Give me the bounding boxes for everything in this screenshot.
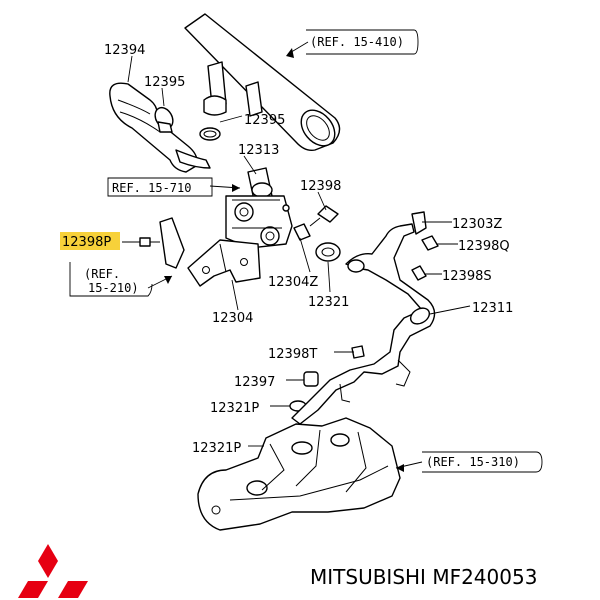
egr-pipe-12311-drawing	[291, 223, 436, 425]
intake-pipe-drawing	[109, 13, 341, 173]
part-label-12398Q: 12398Q	[458, 239, 510, 254]
exhaust-manifold-drawing	[197, 417, 401, 531]
mitsubishi-logo	[18, 544, 88, 598]
ref-15-410: (REF. 15-410)	[306, 29, 419, 55]
part-label-12304: 12304	[212, 311, 253, 326]
svg-text:(REF.: (REF.	[84, 267, 120, 281]
svg-text:15-210): 15-210)	[88, 281, 139, 295]
part-label-12394: 12394	[104, 43, 145, 58]
part-label-12398S: 12398S	[442, 269, 492, 284]
part-label-12321P-upper: 12321P	[210, 401, 259, 416]
egr-valve-drawing	[225, 167, 293, 249]
part-caption: MITSUBISHI MF240053	[310, 565, 537, 589]
part-label-12321: 12321	[308, 295, 349, 310]
leader-arrows	[164, 48, 404, 472]
ref-15-710: REF. 15-710	[107, 177, 213, 197]
part-label-12397: 12397	[234, 375, 275, 390]
svg-text:REF. 15-710: REF. 15-710	[112, 181, 191, 195]
part-label-12395-upper: 12395	[144, 75, 185, 90]
bracket-12304-drawing	[187, 239, 261, 287]
part-label-12321P-lower: 12321P	[192, 441, 241, 456]
part-label-12311: 12311	[472, 301, 513, 316]
svg-text:(REF. 15-410): (REF. 15-410)	[310, 35, 404, 49]
ref-15-310: (REF. 15-310)	[422, 451, 543, 473]
svg-text:(REF. 15-310): (REF. 15-310)	[426, 455, 520, 469]
part-label-12313: 12313	[238, 143, 279, 158]
part-label-12395-lower: 12395	[244, 113, 285, 128]
part-label-12398: 12398	[300, 179, 341, 194]
part-label-12303Z: 12303Z	[452, 217, 502, 232]
ref-15-210: (REF. 15-210)	[69, 262, 153, 297]
svg-text:12398P: 12398P	[62, 235, 111, 250]
part-label-12398P: 12398P	[60, 232, 120, 250]
leader-lines	[122, 41, 471, 469]
part-label-12304Z: 12304Z	[268, 275, 318, 290]
part-label-12398T: 12398T	[268, 347, 317, 362]
